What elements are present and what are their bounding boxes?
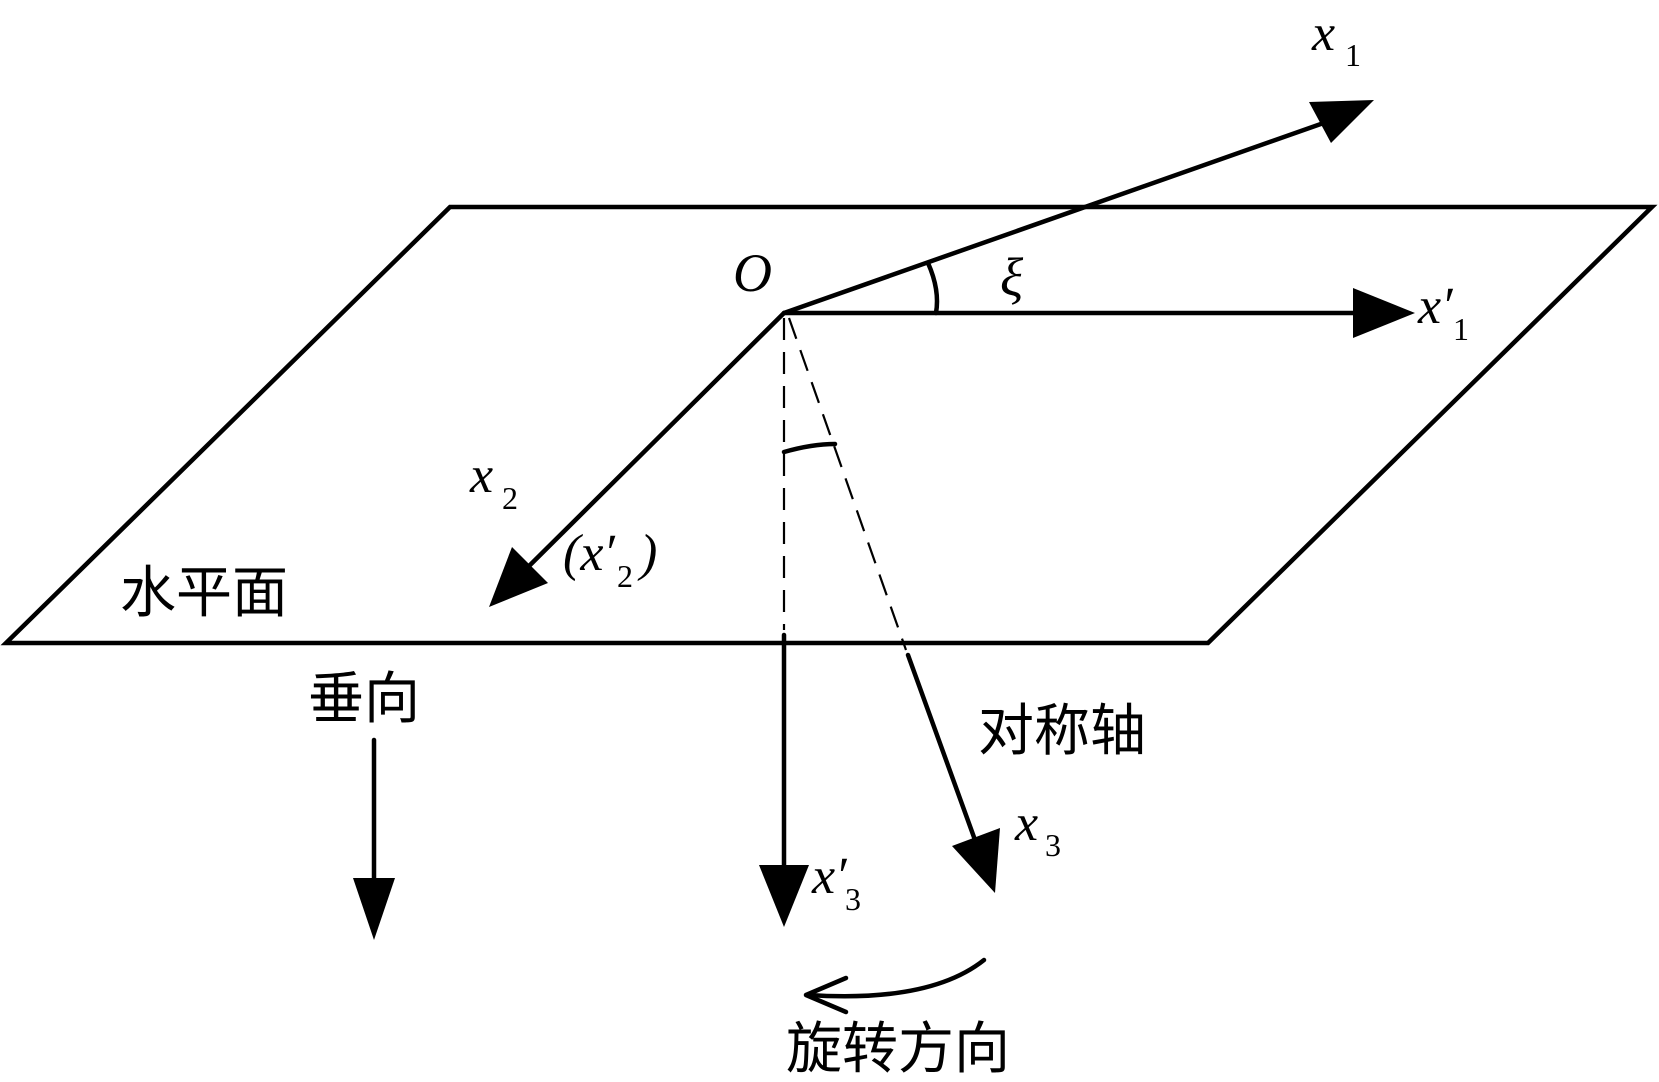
x1p-arrowhead — [1353, 288, 1415, 338]
x2-label: x — [469, 447, 493, 504]
horizontal-plane — [0, 204, 1658, 646]
tilt-angle-arc — [781, 441, 838, 455]
x2p-close: ) — [637, 525, 657, 582]
origin-label: O — [733, 243, 772, 303]
x3-label: x — [1014, 795, 1038, 852]
plane-label: 水平面 — [120, 561, 288, 626]
symmetry-dashed-line — [787, 317, 908, 651]
angle-xi-arc — [925, 260, 940, 316]
x1-subscript: 1 — [1345, 37, 1361, 73]
x1-label: x — [1311, 5, 1335, 62]
x1p-label: x′ — [1417, 278, 1454, 335]
x3-subscript: 3 — [1045, 827, 1061, 863]
x3-axis-line — [905, 652, 978, 843]
x2p-subscript: 2 — [617, 558, 633, 594]
x2-axis-line — [519, 310, 787, 576]
x2-arrowhead — [489, 547, 548, 607]
rotation-arrowhead — [803, 975, 849, 1015]
x2-subscript: 2 — [502, 480, 518, 516]
x3-arrowhead — [952, 828, 1000, 893]
symmetry-axis-label: 对称轴 — [978, 699, 1146, 764]
rotation-arc — [805, 957, 987, 999]
x1-arrowhead — [1309, 100, 1374, 143]
vertical-direction-arrowhead — [353, 878, 395, 940]
angle-xi-label: ξ — [1000, 247, 1024, 307]
x1-axis-line — [781, 116, 1338, 316]
rotation-direction-label: 旋转方向 — [786, 1017, 1010, 1082]
x2p-label: (x′ — [563, 525, 616, 582]
x3p-arrowhead — [759, 865, 809, 927]
x3p-label: x′ — [811, 848, 848, 905]
vertical-label: 垂向 — [308, 667, 420, 732]
x1p-subscript: 1 — [1453, 311, 1469, 347]
x3p-subscript: 3 — [845, 881, 861, 917]
